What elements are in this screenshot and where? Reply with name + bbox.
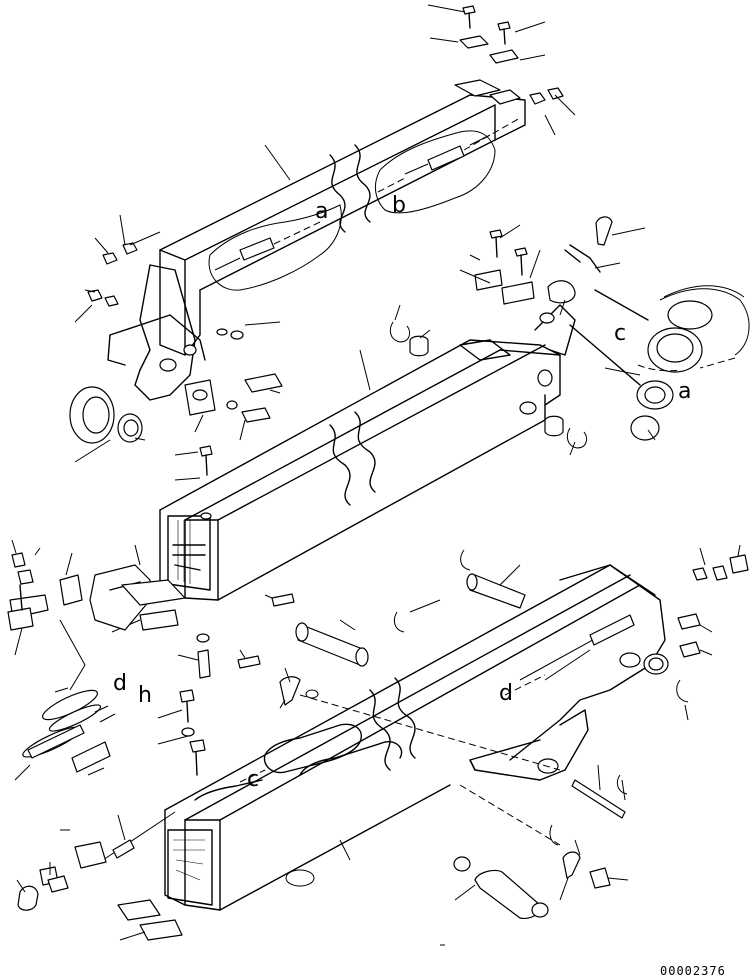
label-a-top: a: [315, 199, 328, 224]
upper-boom-section: [69, 4, 576, 463]
label-h: h: [138, 683, 152, 708]
label-c-right: c: [614, 321, 626, 346]
label-d-right: d: [499, 681, 513, 706]
lower-boom-section: [16, 544, 749, 946]
middle-boom-section: [159, 216, 750, 601]
connection-labels: a b a c c d h d: [113, 193, 691, 792]
label-c-lower: c: [247, 767, 259, 792]
document-number: 00002376: [660, 964, 726, 978]
label-b: b: [392, 193, 406, 218]
label-d-left: d: [113, 671, 127, 696]
left-detail-parts: [7, 539, 186, 781]
label-a-right: a: [678, 379, 691, 404]
